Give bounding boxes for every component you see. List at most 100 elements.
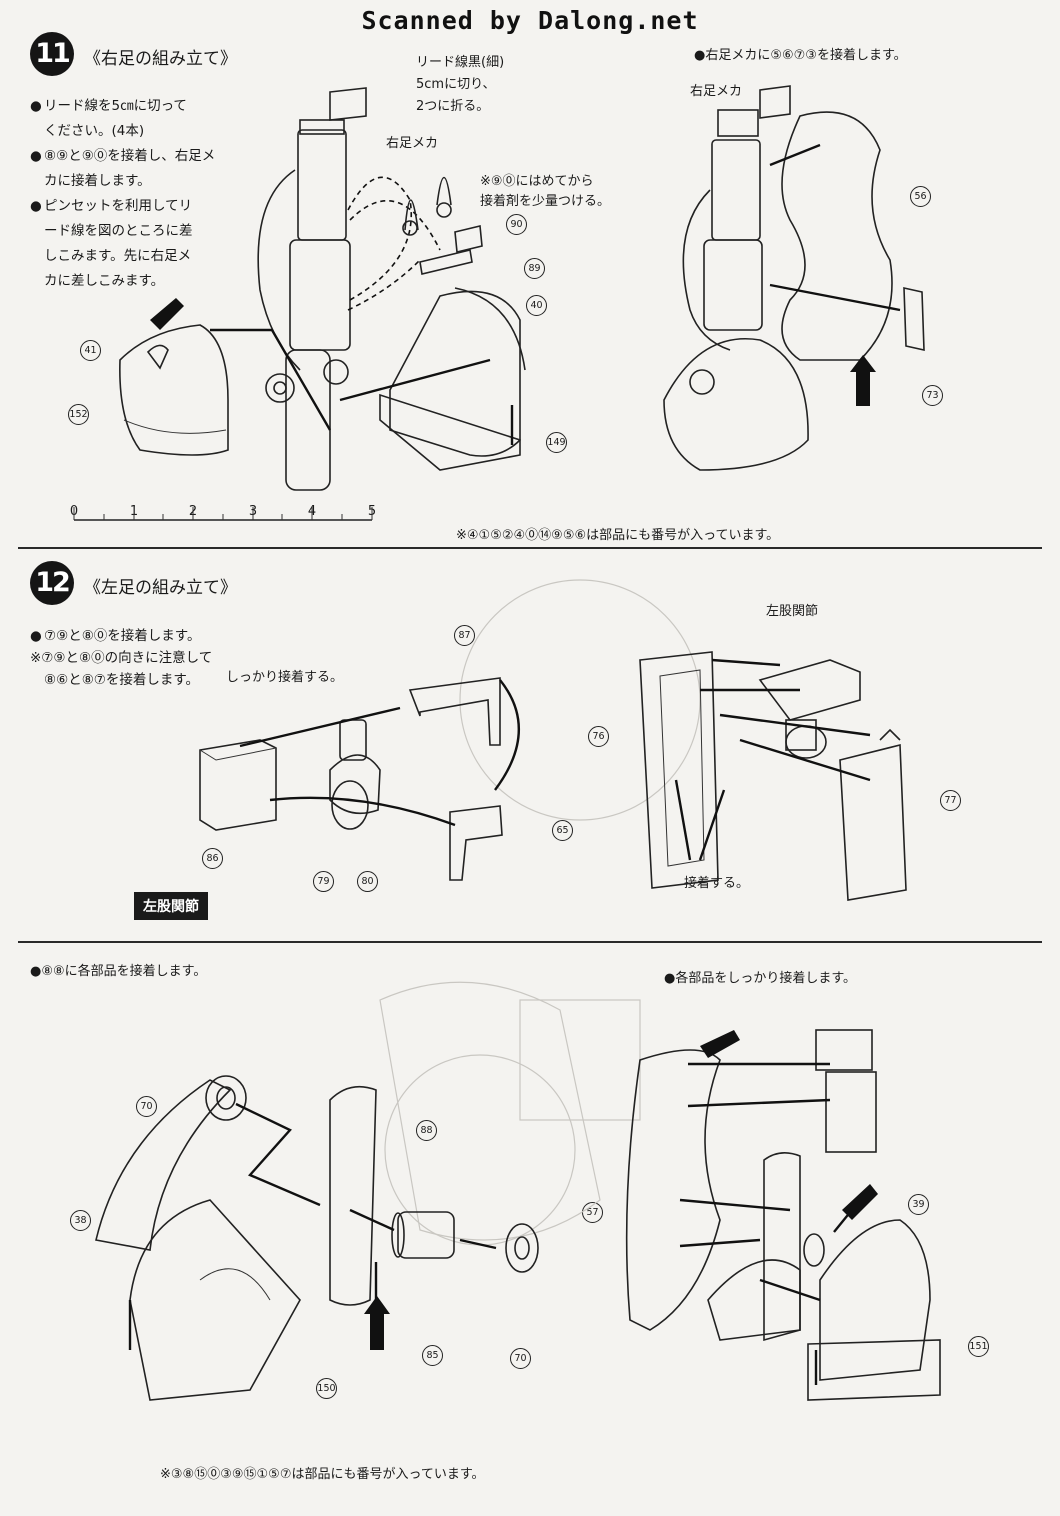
ruler-tick-label: 3 bbox=[248, 504, 258, 519]
instruction-line: ード線を図のところに差 bbox=[44, 223, 193, 239]
caution-arrow-step13-left bbox=[364, 1296, 390, 1350]
right-leg-mech-drawing bbox=[257, 87, 367, 491]
part-number: 57 bbox=[582, 1202, 603, 1223]
left-hip-joint-assembly bbox=[758, 659, 861, 759]
part-38 bbox=[95, 1079, 232, 1251]
instruction-line: カに差しこみます。 bbox=[44, 273, 165, 289]
part-number: 70 bbox=[136, 1096, 157, 1117]
part-39-151 bbox=[803, 1219, 941, 1401]
part-number: 70 bbox=[510, 1348, 531, 1369]
instruction-line: ●⑧⑨と⑨⓪を接着し、右足メ bbox=[30, 148, 216, 164]
step-13-instruction-left: ●⑧⑧に各部品を接着します。 bbox=[30, 964, 207, 979]
part-89-90 bbox=[419, 225, 483, 275]
part-65 bbox=[449, 805, 503, 881]
part-41-152-shell bbox=[119, 324, 229, 456]
part-number: 76 bbox=[588, 726, 609, 747]
part-number: 79 bbox=[313, 871, 334, 892]
step-13-left-arrows bbox=[128, 1102, 497, 1350]
caution-arrow-step13-right-top bbox=[700, 1030, 740, 1058]
part-88 bbox=[329, 1085, 377, 1306]
right-leg-mech-label-2: 右足メカ bbox=[690, 84, 743, 99]
part-number: 38 bbox=[70, 1210, 91, 1231]
part-number: 86 bbox=[202, 848, 223, 869]
part-number: 85 bbox=[422, 1345, 443, 1366]
part-number: 73 bbox=[922, 385, 943, 406]
step-11-instructions: ●リード線を5㎝に切って ください。(4本) ●⑧⑨と⑨⓪を接着し、右足メ カに… bbox=[30, 94, 215, 294]
part-number: 87 bbox=[454, 625, 475, 646]
part-number: 88 bbox=[416, 1120, 437, 1141]
step-12-title: 《左足の組み立て》 bbox=[84, 578, 237, 598]
step-11-arrows bbox=[210, 328, 514, 445]
right-leg-mech-label: 右足メカ bbox=[386, 136, 439, 151]
lead-wire-note: リード線黒(細) 5cmに切り、 2つに折る。 bbox=[416, 55, 505, 114]
step-11-footnote: ※④①⑤②④⓪⑭⑨⑤⑥は部品にも番号が入っています。 bbox=[456, 528, 780, 543]
step-11-title: 《右足の組み立て》 bbox=[84, 49, 237, 69]
ruler-tick-label: 4 bbox=[307, 504, 317, 519]
part-number: 77 bbox=[940, 790, 961, 811]
glue-note: ※⑨⓪にはめてから 接着剤を少量つける。 bbox=[480, 174, 611, 209]
firm-glue-label: しっかり接着する。 bbox=[226, 670, 344, 685]
step-12-instructions: ●⑦⑨と⑧⓪を接着します。 ※⑦⑨と⑧⓪の向きに注意して ⑧⑥と⑧⑦を接着します… bbox=[30, 625, 212, 691]
instruction-line: ●⑦⑨と⑧⓪を接着します。 bbox=[30, 628, 201, 644]
instruction-line: しこみます。先に右足メ bbox=[44, 248, 192, 264]
part-number: 152 bbox=[68, 404, 89, 425]
part-number: 150 bbox=[316, 1378, 337, 1399]
ruler-tick-label: 2 bbox=[188, 504, 198, 519]
step-12-left-arrows bbox=[239, 679, 520, 827]
part-57 bbox=[625, 1049, 721, 1331]
left-hip-joint-label: 左股関節 bbox=[766, 604, 819, 619]
part-86 bbox=[199, 739, 277, 831]
part-number: 151 bbox=[968, 1336, 989, 1357]
instruction-line: ください。(4本) bbox=[44, 123, 145, 139]
ruler-tick-label: 5 bbox=[367, 504, 377, 519]
part-40-149-foot bbox=[379, 287, 526, 471]
caution-arrow-step13-right-mid bbox=[842, 1184, 878, 1220]
part-70-top bbox=[205, 1075, 247, 1121]
step-13-instruction-right: ●各部品をしっかり接着します。 bbox=[664, 971, 857, 986]
ruler-tick-label: 0 bbox=[69, 504, 79, 519]
part-number: 65 bbox=[552, 820, 573, 841]
caution-arrow-step11-left bbox=[150, 298, 184, 330]
part-number: 89 bbox=[524, 258, 545, 279]
part-150 bbox=[129, 1199, 301, 1401]
part-number: 149 bbox=[546, 432, 567, 453]
instruction-line: ●リード線を5㎝に切って bbox=[30, 98, 187, 114]
scanner-watermark: Scanned by Dalong.net bbox=[361, 6, 699, 35]
right-leg-assembled bbox=[663, 85, 809, 471]
part-number: 56 bbox=[910, 186, 931, 207]
bleed-through-ghost bbox=[379, 579, 701, 1246]
instruction-line: カに接着します。 bbox=[44, 173, 151, 189]
part-76 bbox=[639, 651, 719, 889]
right-instruction: ●右足メカに⑤⑥⑦③を接着します。 bbox=[694, 48, 907, 63]
upper-mech-step13 bbox=[815, 1029, 877, 1153]
instruction-line: ※⑦⑨と⑧⓪の向きに注意して bbox=[30, 650, 213, 666]
part-number: 39 bbox=[908, 1194, 929, 1215]
step-13-right-arrows bbox=[679, 1062, 861, 1385]
step-12-right-arrows bbox=[674, 658, 871, 861]
part-79-80-joint bbox=[329, 719, 381, 830]
instruction-line: ⑧⑥と⑧⑦を接着します。 bbox=[44, 672, 200, 688]
step-13-footnote: ※③⑧⑮⓪③⑨⑮①⑤⑦は部品にも番号が入っています。 bbox=[160, 1467, 485, 1482]
glue-label: 接着する。 bbox=[684, 876, 750, 891]
part-77 bbox=[839, 728, 907, 901]
section-divider-12-13 bbox=[18, 941, 1042, 943]
part-85-motor bbox=[391, 1211, 455, 1259]
step-11-right-arrows bbox=[769, 143, 901, 400]
part-number: 90 bbox=[506, 214, 527, 235]
part-number: 80 bbox=[357, 871, 378, 892]
step-12-badge: 12 bbox=[30, 561, 74, 605]
lead-wire-loops bbox=[402, 177, 452, 236]
part-73 bbox=[903, 286, 925, 352]
part-number: 40 bbox=[526, 295, 547, 316]
left-hip-joint-box: 左股関節 bbox=[134, 892, 208, 920]
part-70-bottom bbox=[505, 1223, 539, 1273]
section-divider-11-12 bbox=[18, 547, 1042, 549]
ruler-5cm bbox=[73, 507, 373, 521]
caution-arrow-step11-right bbox=[850, 355, 876, 406]
lead-wire-dashed bbox=[347, 176, 441, 311]
part-87 bbox=[408, 677, 501, 746]
part-56 bbox=[781, 111, 893, 361]
part-number: 41 bbox=[80, 340, 101, 361]
ruler-tick-label: 1 bbox=[129, 504, 139, 519]
inner-frame-step13 bbox=[707, 1152, 801, 1342]
